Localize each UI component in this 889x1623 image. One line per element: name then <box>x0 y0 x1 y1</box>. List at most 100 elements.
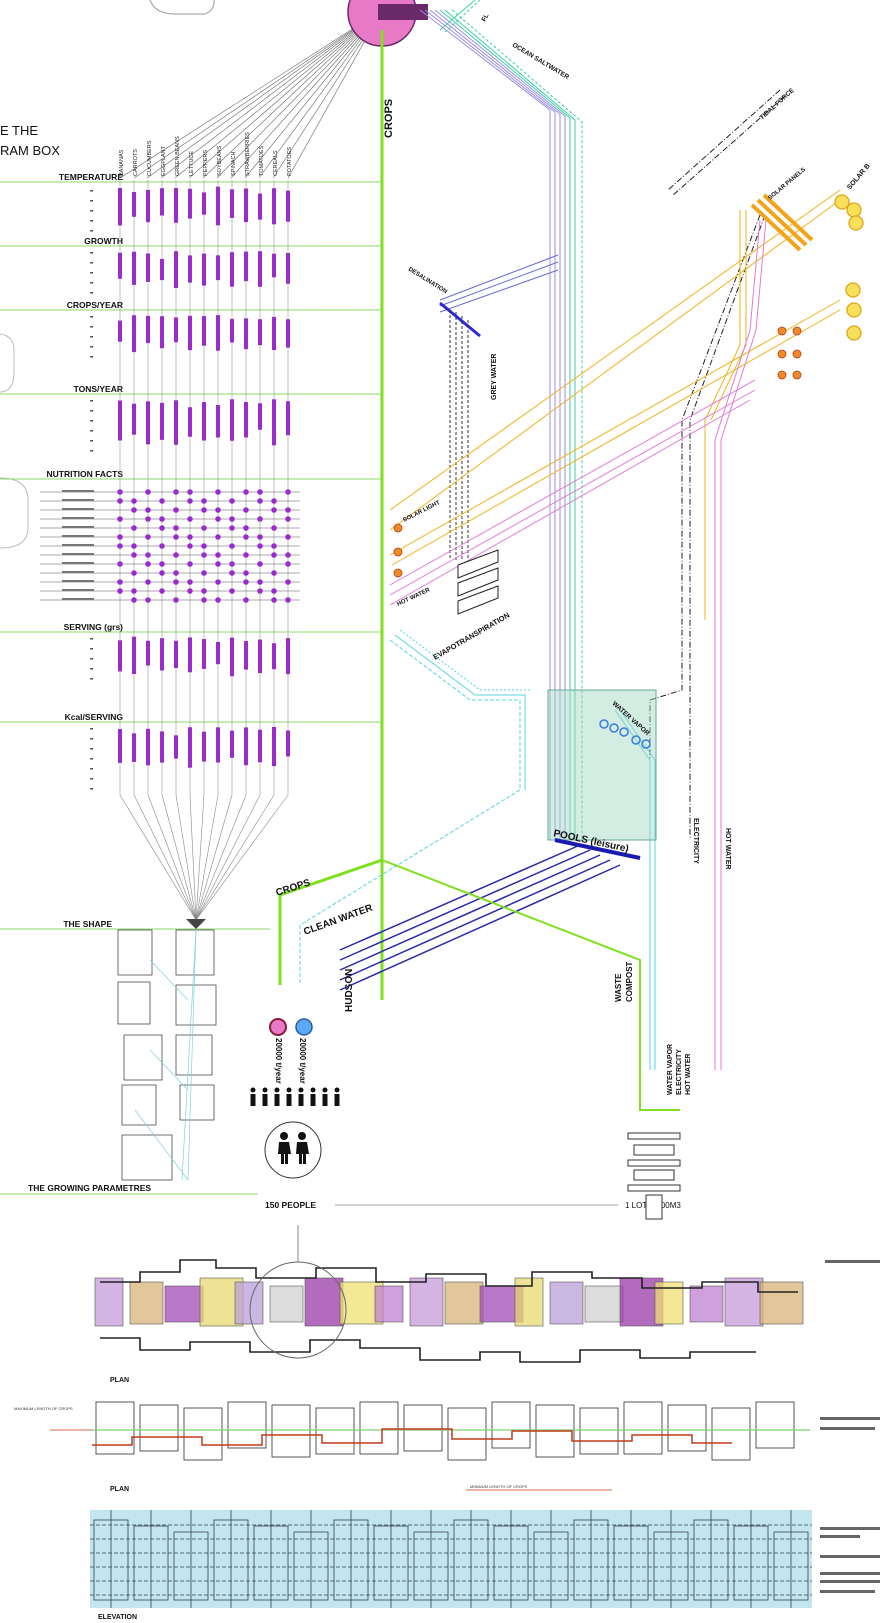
crop-bar <box>272 188 276 225</box>
nutrition-dot <box>117 489 123 495</box>
disc-label-box <box>378 4 428 20</box>
crop-label: LETTUCE <box>189 151 195 176</box>
plan2-cell <box>271 1404 311 1458</box>
crop-bar <box>160 188 164 216</box>
nutrition-dot <box>229 516 235 522</box>
label-nutrition: NUTRITION FACTS <box>47 469 124 479</box>
plan-label-2: PLAN <box>110 1486 129 1493</box>
plan-block <box>94 1277 124 1327</box>
left-outline-shape <box>0 333 15 393</box>
nutrition-dot <box>117 588 123 594</box>
crop-bar <box>272 316 276 351</box>
crops-mid-label: CROPS <box>275 877 313 899</box>
crop-bar <box>188 255 192 283</box>
nutrition-dot <box>257 498 263 504</box>
plant-type-boxes <box>117 929 217 1181</box>
nutrition-row-label <box>62 544 94 546</box>
tick-mark <box>90 326 93 328</box>
nutrition-dot <box>173 489 179 495</box>
pools-area <box>547 689 657 841</box>
nutrition-dot <box>201 498 207 504</box>
nutrition-dot <box>187 588 193 594</box>
crop-label: CARROTS <box>133 149 139 176</box>
person-icon-body <box>274 1094 280 1106</box>
nutrition-dot <box>215 552 221 558</box>
fan-line <box>133 794 197 921</box>
crop-bar <box>230 730 234 758</box>
person-icon <box>262 1087 268 1093</box>
label-tons-year: TONS/YEAR <box>74 384 123 394</box>
label-serving: SERVING (grs) <box>64 622 124 632</box>
left-outline-shape-2 <box>0 477 29 549</box>
nutrition-dot <box>201 543 207 549</box>
crop-bar <box>244 727 248 766</box>
nutrition-dot <box>271 507 277 513</box>
pools-bar <box>554 838 641 860</box>
header-title-1: E THE <box>0 123 38 138</box>
tick-mark <box>90 200 93 202</box>
nutrition-dot <box>201 525 207 531</box>
crop-bar <box>244 641 248 670</box>
crop-bar <box>146 253 150 282</box>
nutrition-dot <box>271 588 277 594</box>
crop-bar <box>146 189 150 223</box>
fan-line <box>195 794 233 921</box>
crop-bar <box>160 316 164 349</box>
crop-bar <box>118 188 122 226</box>
plan-block <box>584 1285 624 1323</box>
nutrition-dot <box>243 579 249 585</box>
person-icon <box>322 1087 328 1093</box>
crop-bar <box>216 186 220 226</box>
nutrition-dot <box>201 588 207 594</box>
crop-bar <box>230 318 234 343</box>
crop-bar <box>258 319 262 346</box>
crop-bar <box>216 727 220 763</box>
nutrition-dot <box>257 579 263 585</box>
crops-top-label: CROPS <box>383 99 395 138</box>
tick-mark <box>90 668 93 670</box>
crop-bar <box>244 318 248 350</box>
tick-mark <box>90 336 93 338</box>
plan2-cell <box>139 1404 179 1452</box>
parameter-labels: TEMPERATURE GROWTH CROPS/YEAR TONS/YEAR … <box>47 172 124 929</box>
nutrition-dot <box>215 597 221 603</box>
crop-bar <box>132 636 136 675</box>
crop-bar <box>286 638 290 675</box>
person-icon-body <box>250 1094 256 1106</box>
nutrition-row-label <box>62 571 94 573</box>
nutrition-row-label <box>62 589 94 591</box>
crop-bar <box>272 643 276 670</box>
nutrition-row-label <box>62 535 94 537</box>
crop-bar <box>244 188 248 223</box>
nutrition-dot <box>229 588 235 594</box>
header-title-2: RAM BOX <box>0 143 60 158</box>
nutrition-dot <box>285 552 291 558</box>
tick-mark <box>90 190 93 192</box>
crop-bar <box>174 187 178 223</box>
nutrition-dot <box>187 579 193 585</box>
solar-light-label: SOLAR LIGHT <box>402 500 441 524</box>
tick-mark <box>90 400 93 402</box>
crop-bar <box>132 251 136 285</box>
tick-mark <box>90 230 93 232</box>
crop-bar <box>216 405 220 438</box>
crop-bar <box>160 402 164 440</box>
crop-bar <box>244 251 248 282</box>
crop-bar <box>244 401 248 438</box>
plan2-cell <box>447 1407 487 1461</box>
nutrition-dot <box>159 588 165 594</box>
solar-panels <box>750 193 814 252</box>
crop-bar <box>118 252 122 279</box>
elevation <box>90 1510 812 1608</box>
solar-panels-label: SOLAR PANELS <box>767 167 807 202</box>
plan2-cell <box>623 1401 663 1455</box>
crop-bar <box>146 315 150 344</box>
solar-bulbs <box>834 194 864 341</box>
crop-bar <box>202 253 206 286</box>
nutrition-row-label <box>62 562 94 564</box>
plan2-cell <box>359 1401 399 1455</box>
fan-lines-bottom <box>119 794 289 921</box>
crop-bar <box>118 640 122 672</box>
